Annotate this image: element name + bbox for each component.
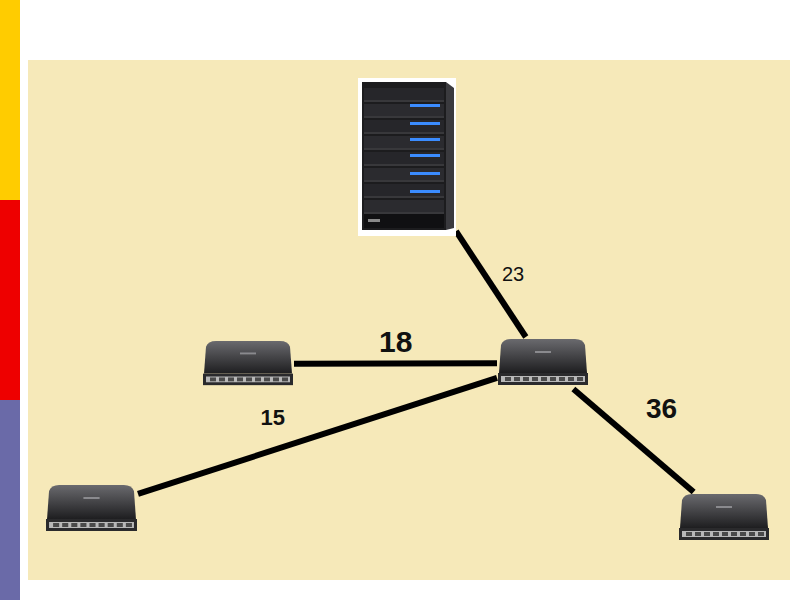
beige-panel [28,60,790,580]
switch-node [45,483,138,535]
link-length-label: 23 [502,264,524,284]
accent-bar-blue [0,400,20,600]
link-length-label: 18 [379,327,412,357]
network-link [573,389,693,492]
accent-bar-red [0,200,20,400]
network-link [294,363,497,365]
link-length-label: 15 [261,407,285,429]
network-link [138,378,497,494]
switch-icon [678,492,770,544]
switch-icon [45,483,138,535]
switch-node [497,337,589,389]
switch-icon [202,339,294,389]
switch-node [202,339,294,389]
server-node [358,78,456,236]
link-length-label: 36 [646,395,677,423]
switch-node [678,492,770,544]
switch-icon [497,337,589,389]
network-link [456,231,526,337]
server-icon [358,78,456,236]
accent-bar-yellow [0,0,20,200]
